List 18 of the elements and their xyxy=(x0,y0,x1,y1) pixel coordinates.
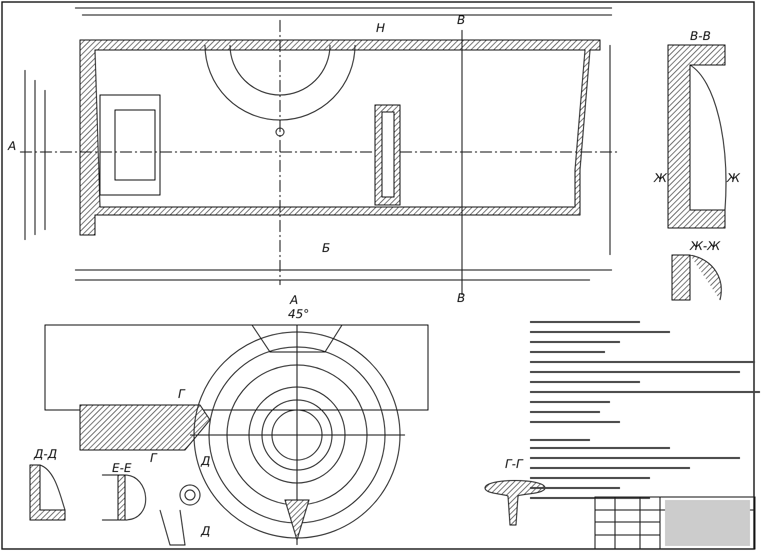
angle-dimension: 45° xyxy=(288,308,310,320)
view-label: В-В xyxy=(690,30,711,42)
view-label: Г xyxy=(178,388,185,400)
view-label: Ж xyxy=(727,172,740,184)
view-label: Ж-Ж xyxy=(690,240,720,252)
view-label: Г-Г xyxy=(505,458,523,470)
view-label: В xyxy=(457,14,466,26)
view-label: Б xyxy=(322,242,330,254)
view-label: Г xyxy=(150,452,157,464)
view-label: А xyxy=(290,294,298,306)
view-label: Д xyxy=(201,525,210,537)
view-label: Е-Е xyxy=(112,462,132,474)
view-label: А xyxy=(8,140,16,152)
view-label: Д xyxy=(201,455,210,467)
view-label: Н xyxy=(376,22,386,34)
view-label: Ж xyxy=(654,172,667,184)
view-label: Д-Д xyxy=(34,448,58,460)
view-label: В xyxy=(457,292,466,304)
